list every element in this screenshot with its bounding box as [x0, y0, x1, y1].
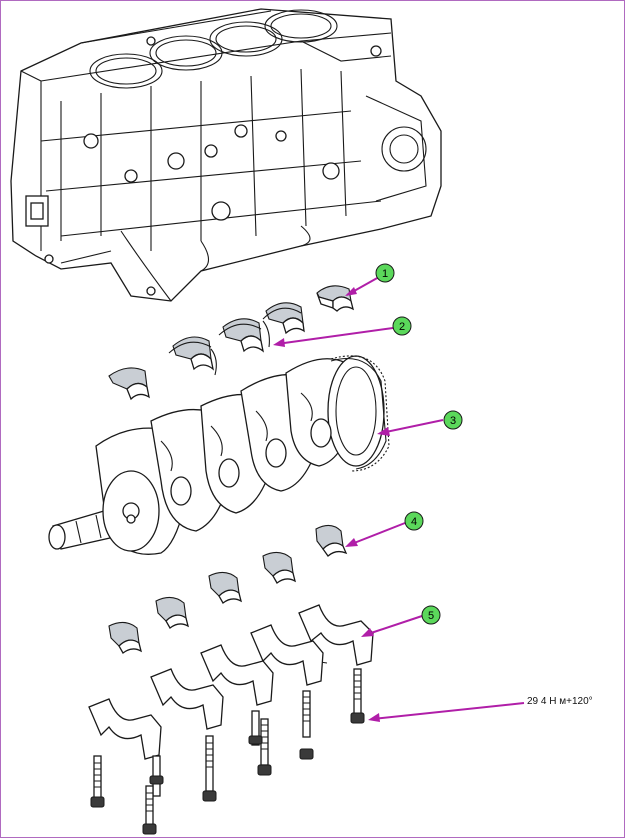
bolt [202, 735, 217, 802]
bolt [142, 785, 157, 835]
callout-4: 4 [404, 511, 424, 531]
bearing-cap [250, 624, 324, 686]
leader-arrow-2 [273, 327, 394, 347]
leader-arrow-4 [345, 522, 406, 547]
main-bearing-bolts [90, 668, 365, 835]
callout-2: 2 [392, 316, 412, 336]
callout-circle-3 [443, 410, 463, 430]
callout-number-4: 4 [411, 516, 417, 528]
bolt [90, 755, 105, 808]
lower-bearing-shells [108, 524, 348, 654]
bolt [257, 718, 272, 776]
main-bearing-caps [88, 604, 374, 760]
leader-arrow-3 [377, 419, 444, 436]
callout-1: 1 [375, 263, 395, 283]
callout-3: 3 [443, 410, 463, 430]
leader-arrow-torque [368, 702, 525, 722]
bolt [248, 710, 263, 746]
callout-number-3: 3 [450, 415, 456, 427]
bearing-cap [150, 668, 224, 730]
callout-5: 5 [421, 605, 441, 625]
leader-arrows [273, 276, 525, 722]
torque-spec-label: 29 4 Н м+120° [527, 696, 593, 707]
callout-number-1: 1 [382, 268, 388, 280]
bolt [350, 668, 365, 724]
bolt [299, 690, 314, 760]
bearing-cap [200, 644, 274, 706]
callout-number-2: 2 [399, 321, 405, 333]
cylinder-block [10, 8, 442, 302]
callout-circle-4 [404, 511, 424, 531]
callout-circle-1 [375, 263, 395, 283]
bearing-cap [88, 698, 162, 760]
leader-arrow-5 [361, 615, 423, 637]
upper-bearing-shells [108, 285, 354, 401]
bolt [149, 755, 164, 797]
callout-circle-5 [421, 605, 441, 625]
leader-arrow-1 [345, 276, 380, 296]
callout-circle-2 [392, 316, 412, 336]
crankshaft [48, 355, 390, 555]
callout-number-5: 5 [428, 610, 434, 622]
